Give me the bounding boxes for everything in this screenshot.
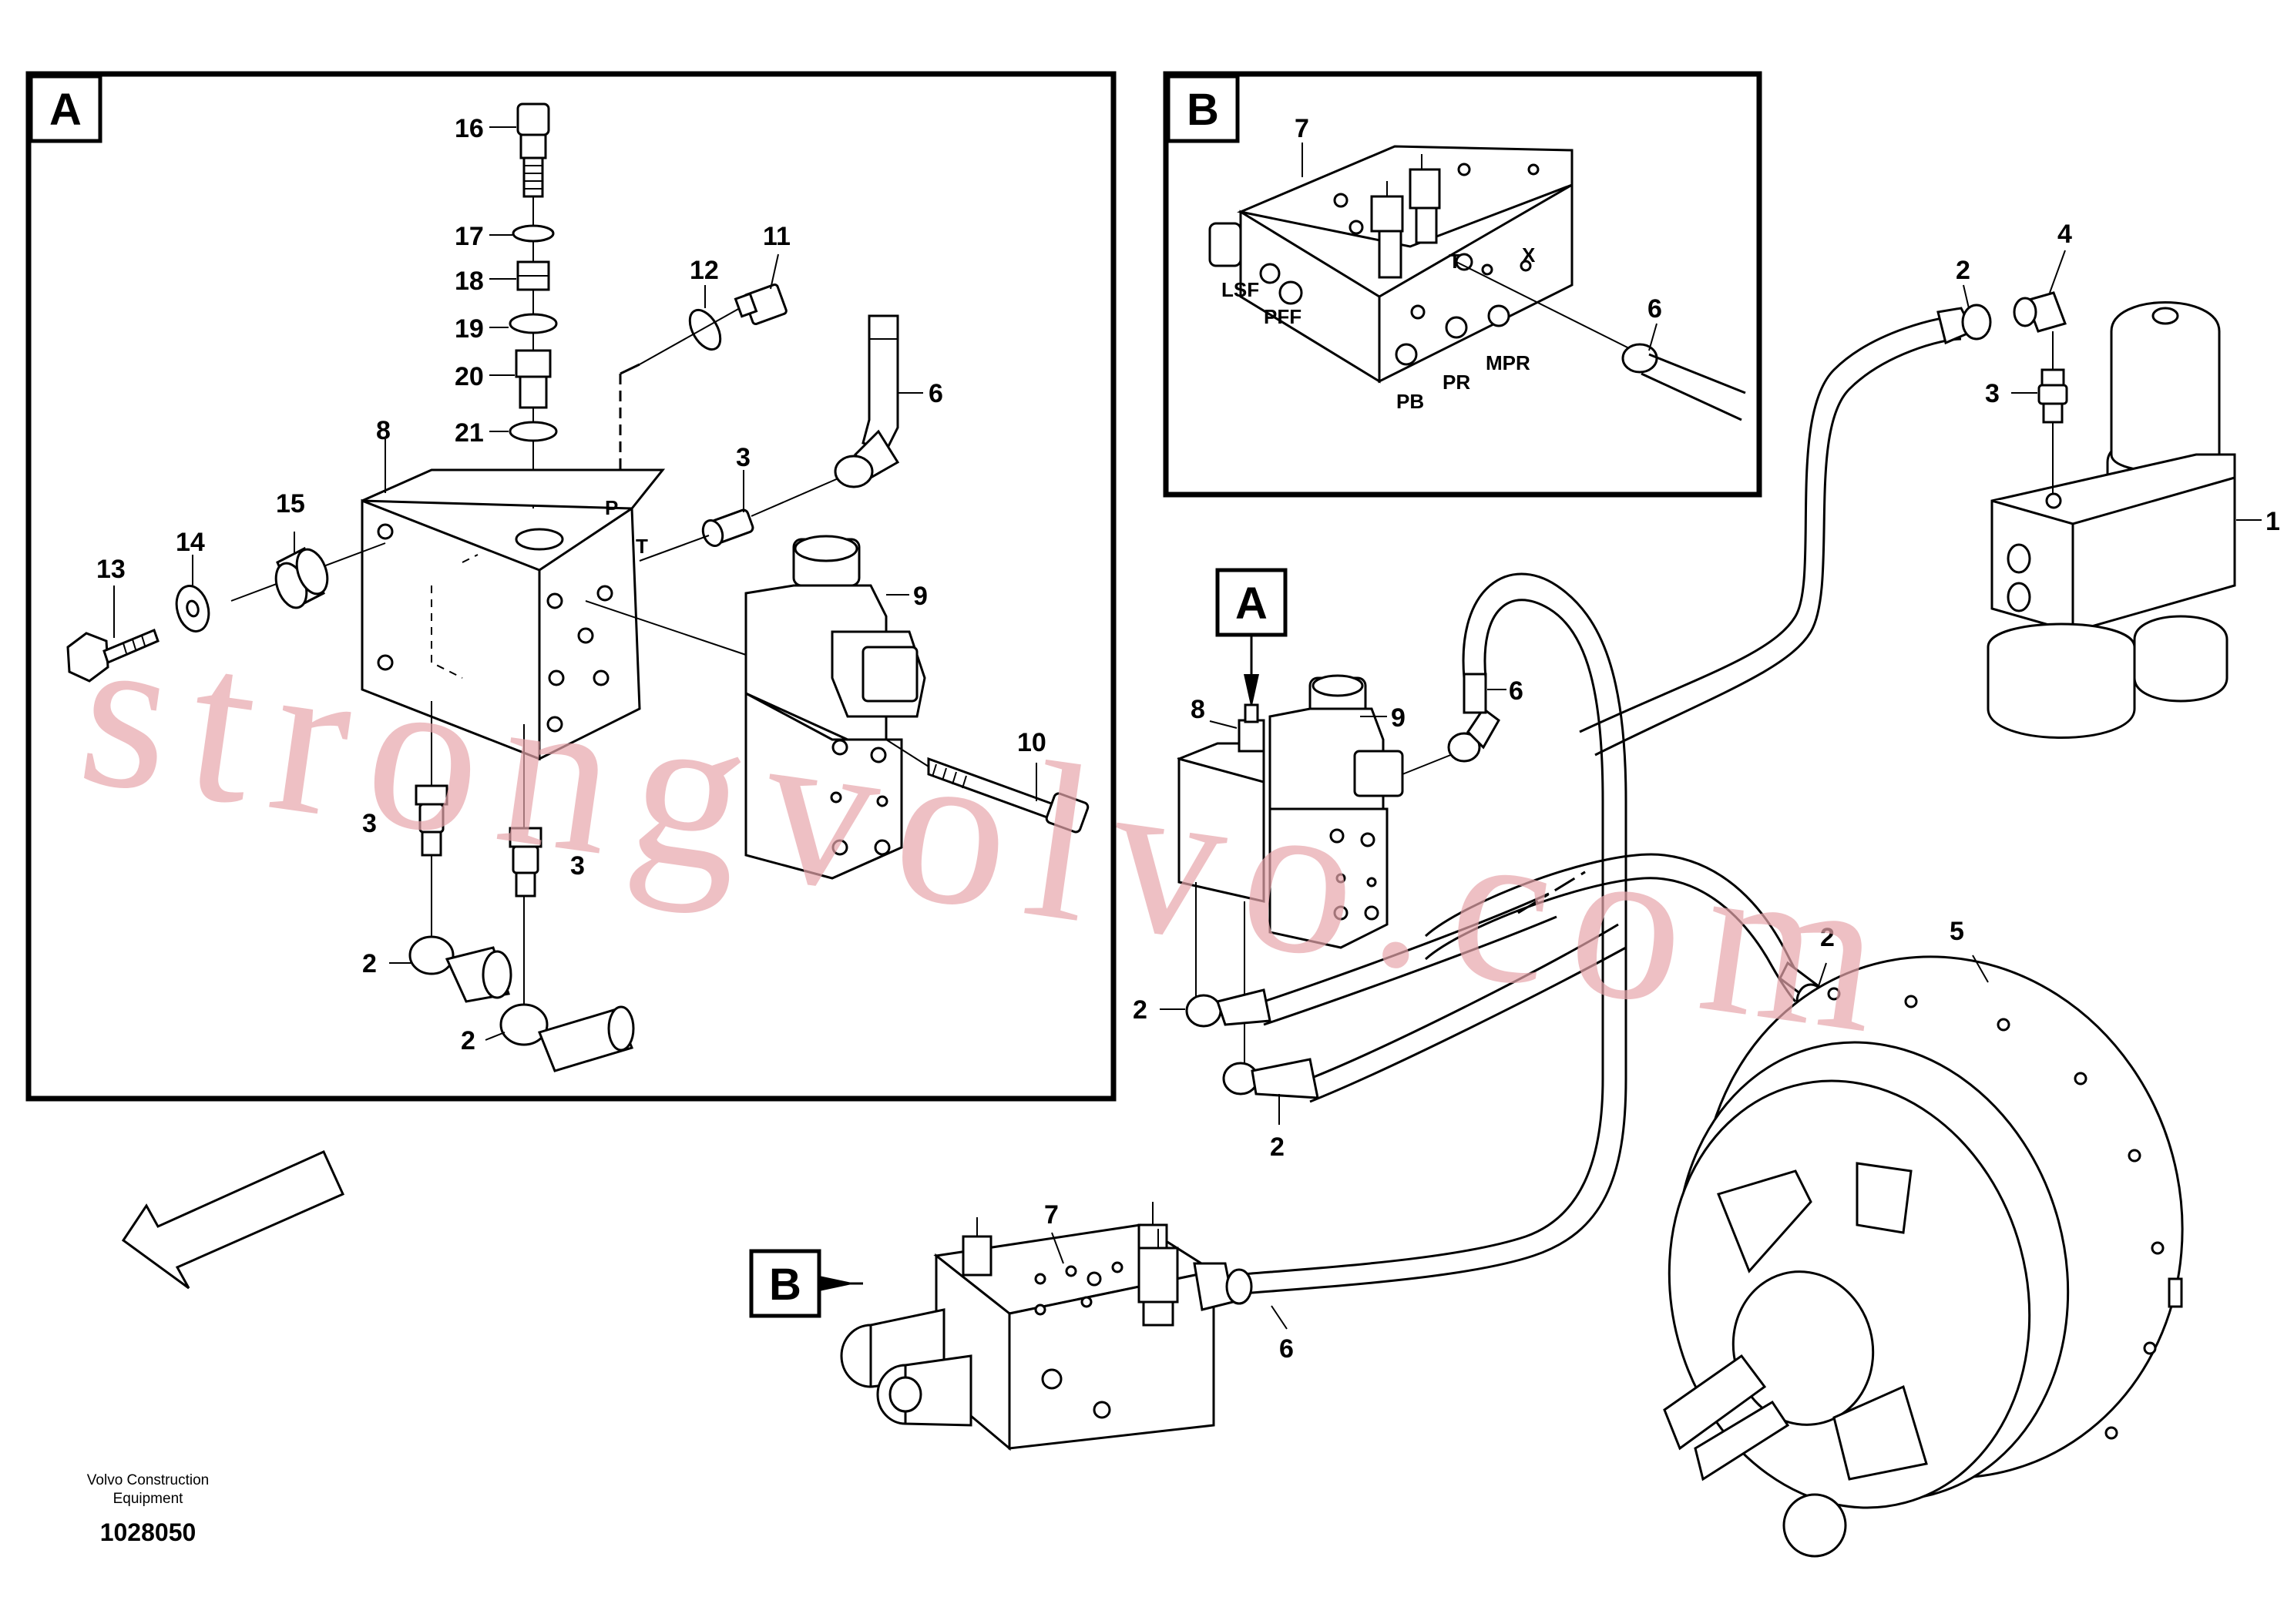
callout-12: 12 (690, 256, 719, 285)
item-3-fitting-main (2037, 368, 2068, 424)
reference-tag-b-label: B (769, 1260, 801, 1310)
port-label-pb: PB (1396, 390, 1424, 413)
footer: Volvo Construction Equipment 1028050 (87, 1472, 209, 1546)
callout-6-detail-b: 6 (1647, 294, 1662, 324)
port-label-t-b: T (1449, 250, 1461, 273)
item-3-fitting-lower-right (509, 827, 542, 898)
callout-17: 17 (455, 222, 484, 251)
item-12-seal (688, 308, 722, 351)
callout-8-main: 8 (1191, 695, 1205, 724)
item-19-o-ring (509, 313, 558, 334)
callout-19: 19 (455, 314, 484, 344)
detail-tag-a: A (49, 85, 82, 135)
item-3-fitting-upper (701, 508, 754, 547)
document-number: 1028050 (100, 1518, 196, 1546)
item-20-adapter (515, 349, 552, 409)
callout-2-detail-a-left: 2 (362, 949, 377, 978)
callout-2-main-left: 2 (1133, 995, 1147, 1025)
port-label-p: P (605, 496, 618, 519)
callout-3-detail-a-upper: 3 (736, 443, 751, 472)
callout-leaders (113, 126, 2262, 1330)
item-2-elbow-lower-left (408, 935, 512, 1003)
port-label-lsf: LSF (1221, 278, 1259, 301)
item-8-valve-block (361, 468, 666, 761)
callout-8-detail-a: 8 (376, 416, 391, 445)
callout-9-detail-a: 9 (913, 582, 928, 611)
callout-9-main: 9 (1391, 703, 1406, 733)
reference-tag-a: A (1215, 568, 1288, 709)
callout-1: 1 (2265, 507, 2280, 536)
item-7-valve-block-main (840, 1202, 1253, 1451)
callout-numbers: 16 17 18 19 20 21 12 11 8 15 14 13 3 6 9… (96, 114, 2280, 1364)
item-6-hose-main-b (1579, 304, 1992, 757)
detail-tag-b: B (1187, 85, 1219, 135)
callout-10: 10 (1017, 728, 1046, 757)
item-15-spacer (274, 546, 329, 609)
callout-3-detail-a-right: 3 (570, 851, 585, 881)
item-6-hose-main-a (1232, 572, 1627, 1296)
callout-21: 21 (455, 418, 484, 448)
callout-18: 18 (455, 267, 484, 296)
callout-3-main: 3 (1985, 379, 2000, 408)
item-6-hose-detail-b (1621, 343, 1746, 421)
item-4-elbow (2013, 291, 2067, 333)
item-17-o-ring (512, 224, 555, 243)
callout-4: 4 (2057, 220, 2072, 249)
callout-2-main-right: 2 (1270, 1132, 1285, 1162)
item-18-adapter (516, 260, 550, 291)
item-6-hose-main-d (1263, 869, 1627, 1103)
detail-b-parts: LSF PFF PB PR MPR T X (1208, 145, 1746, 421)
port-label-pr: PR (1443, 371, 1470, 394)
callout-20: 20 (455, 362, 484, 391)
callout-11: 11 (763, 222, 791, 251)
item-13-bolt (66, 629, 160, 683)
callout-16: 16 (455, 114, 484, 143)
callout-15: 15 (276, 489, 305, 518)
item-21-o-ring (509, 421, 558, 442)
callout-13: 13 (96, 555, 126, 584)
direction-arrow (121, 1150, 344, 1290)
port-label-t: T (636, 535, 648, 558)
port-label-mpr: MPR (1486, 351, 1530, 374)
port-label-pff: PFF (1264, 305, 1302, 328)
maker-line-1: Volvo Construction (87, 1472, 209, 1488)
item-11-plug (734, 283, 788, 326)
item-5-drive-unit (1663, 955, 2184, 1558)
item-7-valve-block-detail-b (1208, 145, 1574, 384)
item-8-valve-main (1177, 703, 1265, 903)
item-2-elbow-lower-right (499, 1003, 635, 1072)
item-10-long-bolt (927, 757, 1090, 834)
item-6-hose-detail-a (834, 314, 900, 488)
callout-2-detail-a-right: 2 (461, 1026, 475, 1055)
main-assembly: A B (121, 291, 2236, 1558)
callout-7-main: 7 (1044, 1200, 1059, 1230)
item-1-accumulator-block (1987, 301, 2236, 739)
item-2-elbow-main-left (1185, 988, 1271, 1028)
callout-3-detail-a-left: 3 (362, 809, 377, 838)
callout-2-main-motor: 2 (1820, 923, 1835, 952)
item-3-fitting-lower-left (415, 784, 448, 857)
detail-frame-a: A (25, 71, 1117, 1102)
item-16-plug (516, 102, 550, 198)
callout-5: 5 (1950, 917, 1964, 946)
callout-2-main-top: 2 (1956, 256, 1970, 285)
reference-tag-a-label: A (1235, 579, 1268, 629)
maker-line-2: Equipment (113, 1491, 184, 1507)
callout-7-detail-b: 7 (1295, 114, 1309, 143)
item-9-solenoid (744, 535, 926, 880)
detail-frame-b: B (1163, 71, 1762, 498)
port-label-x: X (1522, 243, 1536, 267)
item-9-solenoid-main (1268, 674, 1404, 949)
item-2-elbow-main-right (1222, 1058, 1319, 1099)
callout-6-main-a: 6 (1509, 676, 1523, 706)
callout-14: 14 (176, 528, 205, 557)
callout-6-detail-a: 6 (929, 379, 943, 408)
callout-6-main-b: 6 (1279, 1334, 1294, 1364)
watermark: strongvolvo.com (68, 582, 1916, 1082)
reference-tag-b: B (749, 1249, 863, 1318)
detail-a-parts: P T (66, 102, 1090, 1072)
